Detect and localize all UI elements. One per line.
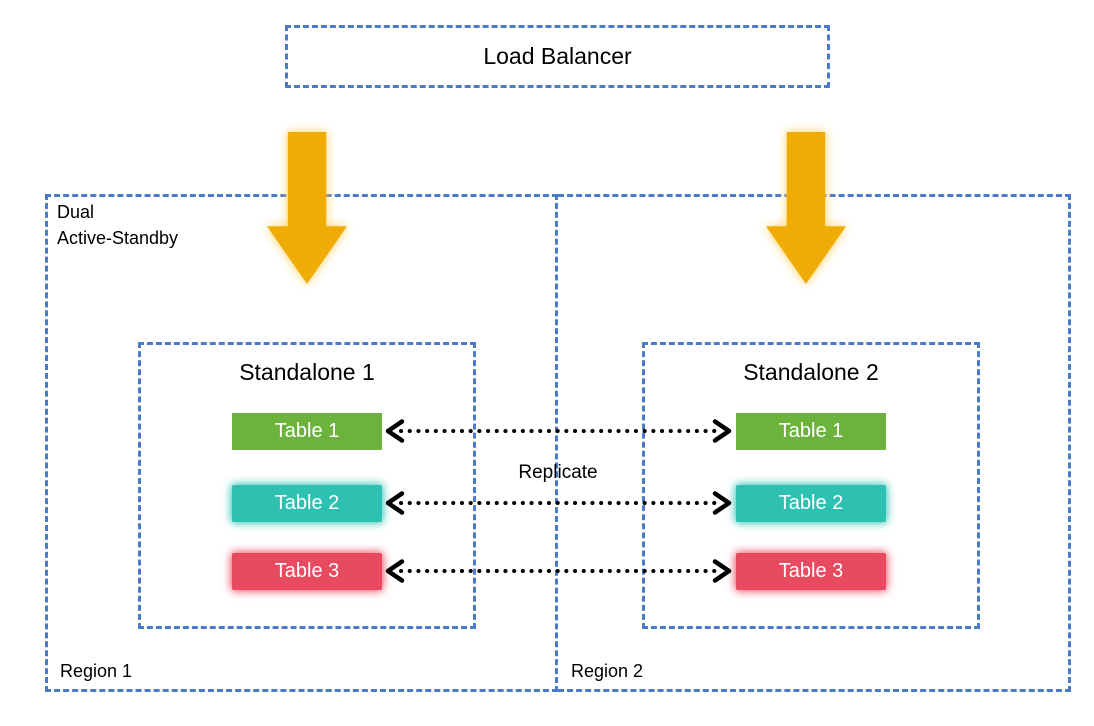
replicate-label: Replicate <box>518 462 598 483</box>
table-box: Table 3 <box>232 553 382 590</box>
table-box: Table 2 <box>736 485 886 522</box>
table-label: Table 2 <box>778 492 844 514</box>
table-label: Table 1 <box>274 420 340 442</box>
replicate-arrow-icon <box>385 419 732 443</box>
load-balancer-box: Load Balancer <box>285 25 830 88</box>
table-label: Table 3 <box>778 560 844 582</box>
table-label: Table 1 <box>778 420 844 442</box>
standalone-1-title: Standalone 1 <box>239 359 375 385</box>
replicate-arrow-icon <box>385 559 732 583</box>
table-box: Table 3 <box>736 553 886 590</box>
table-box: Table 1 <box>736 413 886 450</box>
table-label: Table 2 <box>274 492 340 514</box>
standalone-2-title: Standalone 2 <box>743 359 879 385</box>
table-box: Table 2 <box>232 485 382 522</box>
dual-active-standby-label: Dual Active-Standby <box>57 202 179 249</box>
standalone-2-box: Standalone 2 <box>642 342 980 629</box>
region-1-label: Region 1 <box>60 661 133 681</box>
standalone-1-box: Standalone 1 <box>138 342 476 629</box>
region-2-label: Region 2 <box>571 661 644 681</box>
table-label: Table 3 <box>274 560 340 582</box>
replicate-arrow-icon <box>385 491 732 515</box>
load-balancer-label: Load Balancer <box>483 43 632 69</box>
table-box: Table 1 <box>232 413 382 450</box>
